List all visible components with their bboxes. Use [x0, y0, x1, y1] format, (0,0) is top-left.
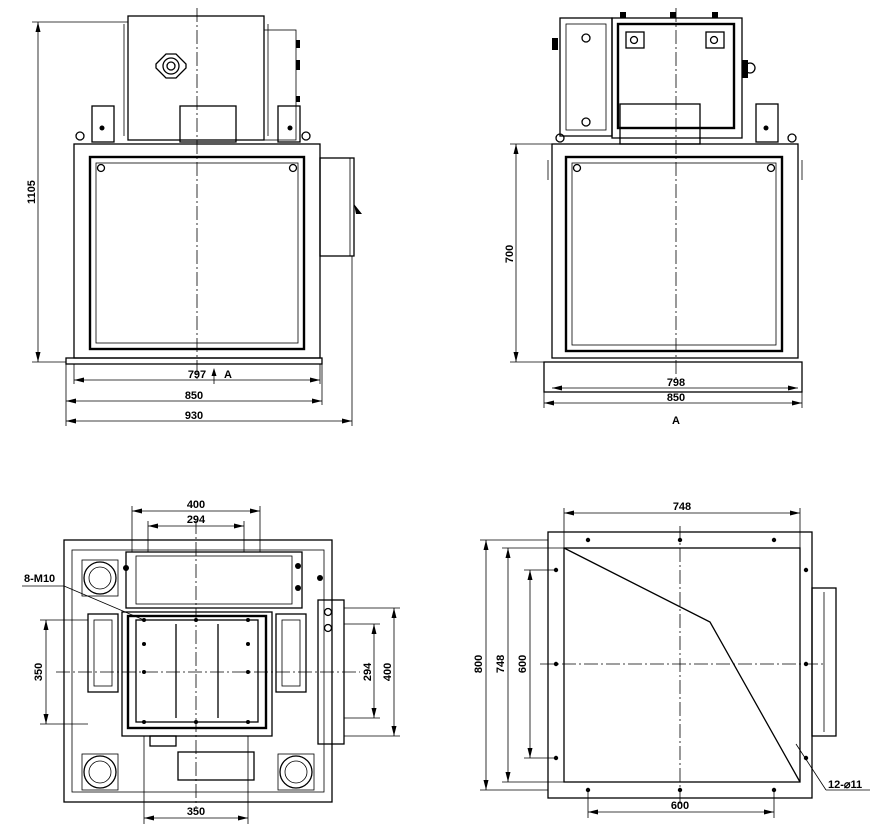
- callout-bolts: 8-M10: [24, 573, 55, 585]
- dim-bottom-left-350: 350: [33, 663, 45, 681]
- dim-top-748: 748: [673, 501, 691, 513]
- dim-front-height: 1105: [26, 180, 38, 204]
- bottom-outer-frame: [63, 539, 333, 803]
- dim-top-600-left: 600: [517, 655, 529, 673]
- bottom-view: 400 294 8-M10 350 294 400: [22, 499, 400, 824]
- side-view: 700 798 850 A: [504, 8, 803, 427]
- dim-side-height: 700: [504, 245, 516, 263]
- dim-bottom-right-400: 400: [382, 663, 394, 681]
- dim-front-850: 850: [185, 390, 203, 402]
- side-outlet: [319, 157, 355, 257]
- mounting-hole-icon: [553, 537, 809, 793]
- terminal-box-icon: [155, 53, 187, 79]
- dim-bottom-right-294: 294: [362, 662, 374, 681]
- view-label-a-front: A: [224, 369, 232, 381]
- dim-front-797: 797: [188, 369, 206, 381]
- dim-bottom-top-294: 294: [187, 514, 206, 526]
- dim-bottom-350: 350: [187, 806, 205, 818]
- dim-top-600-bottom: 600: [671, 800, 689, 812]
- top-view: 748 800 748 600 600 12-⌀11: [473, 501, 870, 818]
- callout-holes: 12-⌀11: [828, 779, 862, 791]
- dim-top-748-left: 748: [495, 655, 507, 673]
- dim-top-800: 800: [473, 655, 485, 673]
- dim-bottom-top-400: 400: [187, 499, 205, 511]
- dim-side-850: 850: [667, 392, 685, 404]
- dim-front-930: 930: [185, 410, 203, 422]
- view-label-a-side: A: [672, 415, 680, 427]
- motor-housing: [127, 15, 265, 141]
- fan-icon: [81, 559, 119, 597]
- front-view: 1105 797 A 850 930: [26, 8, 362, 426]
- fan-icon: [81, 753, 119, 791]
- side-cabinet-body: [551, 143, 799, 359]
- fan-icon: [277, 753, 315, 791]
- dim-side-798: 798: [667, 377, 685, 389]
